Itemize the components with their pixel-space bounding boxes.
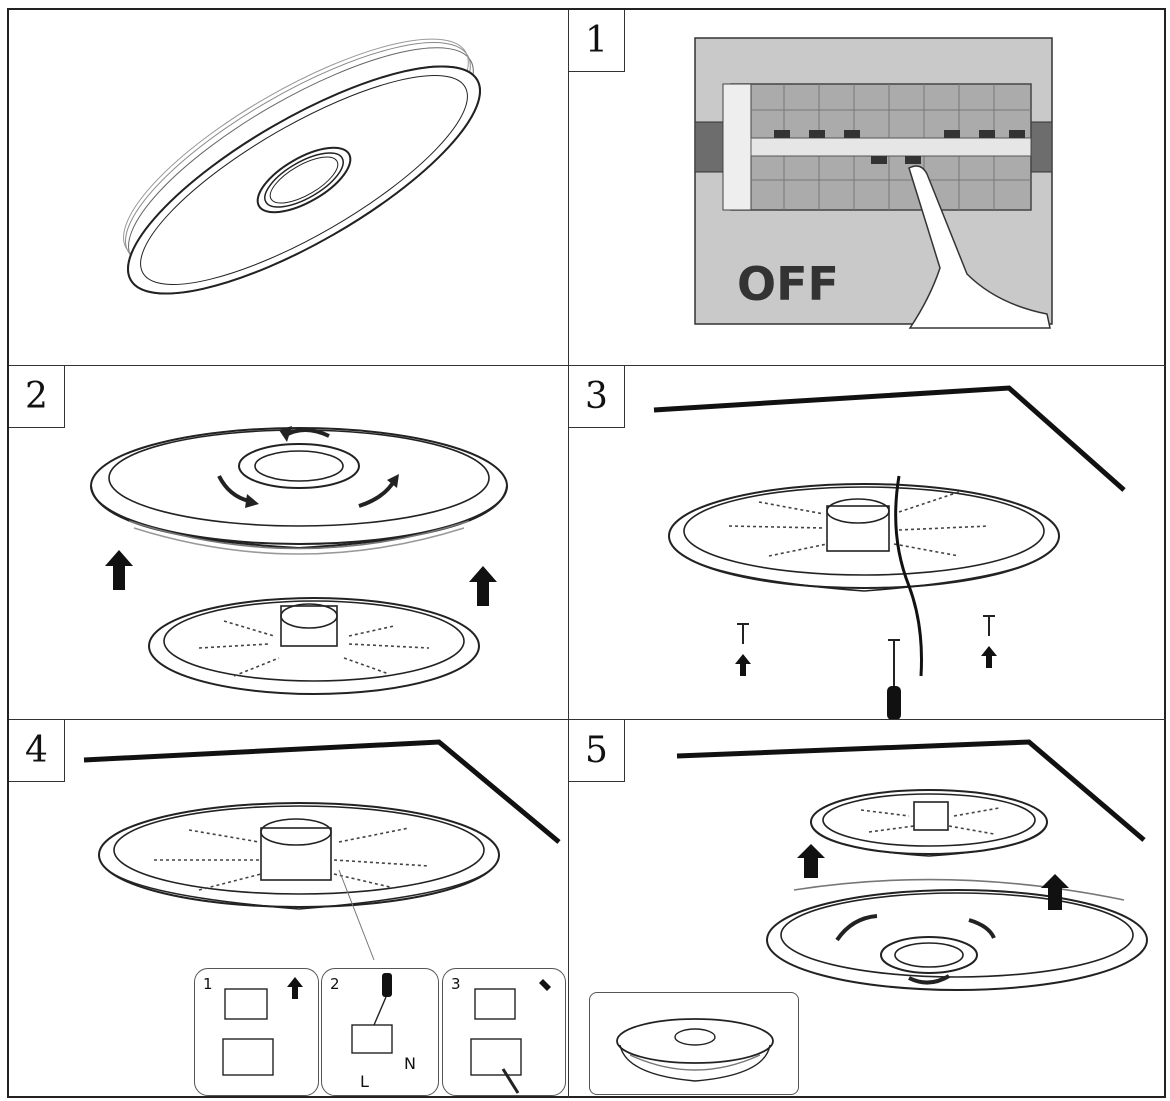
hand-icon [908,165,1051,329]
svg-text:3: 3 [451,975,461,993]
circuit-breaker-icon: OFF [694,37,1053,329]
step-number: 1 [569,10,625,72]
arrow-up-icon [735,646,997,676]
step-number: 5 [569,720,625,782]
instruction-sheet: 1 [7,8,1166,1098]
screw-icon [737,615,995,658]
rotate-arrow-icon [835,914,996,985]
panel-step-3: 3 [569,366,1166,720]
step-number: 2 [9,366,65,428]
terminal-block-icon [351,1024,393,1054]
panel-step-4: 4 1 [9,720,569,1098]
panel-step-5: 5 [569,720,1166,1098]
svg-text:1: 1 [203,975,213,993]
ceiling-line-icon [676,739,1146,842]
terminal-block-icon [224,988,268,1020]
screwdriver-icon [887,658,901,719]
result-callout [589,992,799,1095]
arrow-up-icon [105,550,497,606]
ceiling-lamp-icon [123,38,481,295]
terminal-block-icon [474,988,516,1020]
svg-text:L: L [360,1072,369,1091]
wiring-substep-2: 2 L N [321,968,439,1096]
ceiling-line-icon [653,385,1126,492]
ceiling-lamp-icon [616,1018,774,1082]
panel-overview [9,10,569,366]
arrow-up-icon [287,977,303,999]
svg-text:N: N [404,1054,416,1073]
wiring-substep-1: 1 [194,968,319,1096]
panel-step-1: 1 [569,10,1166,366]
svg-text:2: 2 [330,975,340,993]
panel-step-2: 2 [9,366,569,720]
step-number: 3 [569,366,625,428]
off-label: OFF [737,257,839,311]
ceiling-line-icon [83,739,561,844]
screwdriver-icon [382,973,392,997]
step-number: 4 [9,720,65,782]
wiring-substep-3: 3 [442,968,566,1096]
arrow-up-icon [797,844,1069,910]
